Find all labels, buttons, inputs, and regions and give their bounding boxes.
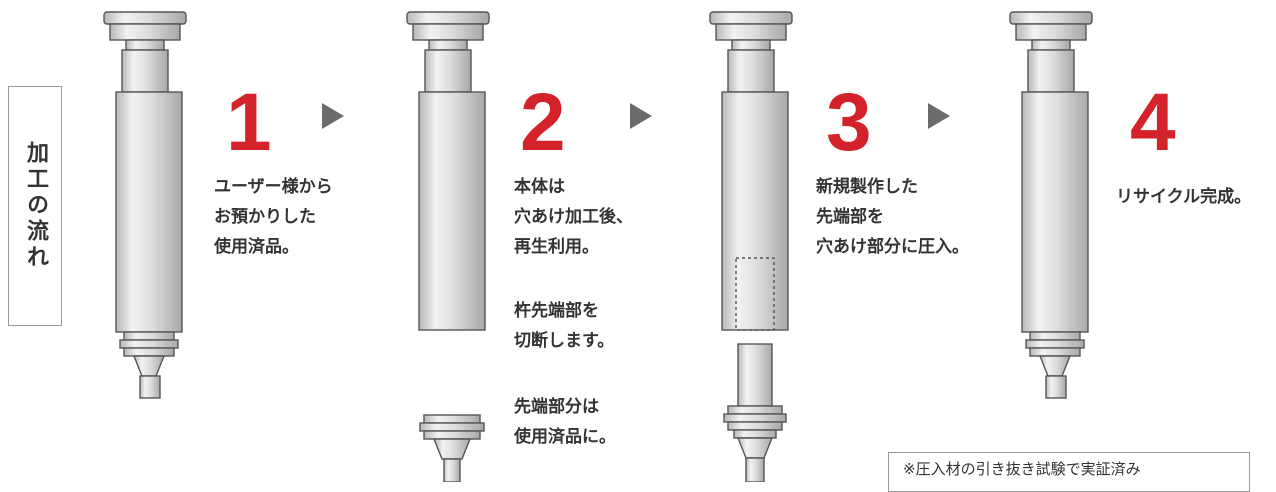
step-2-tip-note: 先端部分は 使用済品に。 — [514, 392, 616, 452]
step-1-number: 1 — [226, 77, 272, 168]
punch-tool-drilled — [709, 11, 793, 331]
punch-tool-illustrations — [103, 11, 1093, 482]
text-line: 先端部を — [816, 207, 884, 227]
cut-tip-piece — [419, 414, 485, 482]
text-line: 先端部分は — [514, 397, 599, 417]
step-3-description: 新規製作した 先端部を 穴あけ部分に圧入。 — [816, 172, 969, 262]
next-arrow-icon — [630, 103, 652, 129]
text-line: 新規製作した — [816, 177, 918, 197]
step-2-cut-note: 杵先端部を 切断します。 — [514, 296, 614, 356]
next-arrow-icon — [928, 103, 950, 129]
step-4-number: 4 — [1130, 77, 1176, 168]
text-line: 切断します。 — [514, 331, 615, 351]
text-line: 再生利用。 — [514, 237, 599, 257]
process-flow-text: 加工の流れ — [23, 141, 48, 271]
punch-tool-recycled — [1009, 11, 1093, 399]
text-line: ユーザー様から — [214, 177, 333, 197]
text-line: 穴あけ部分に圧入。 — [816, 237, 969, 257]
text-line: リサイクル完成。 — [1116, 187, 1252, 207]
step-1-description: ユーザー様から お預かりした 使用済品。 — [214, 172, 333, 262]
text-line: 本体は — [514, 177, 565, 197]
step-2-number: 2 — [520, 77, 566, 168]
text-line: お預かりした — [214, 207, 316, 227]
punch-tool-cut — [406, 11, 490, 331]
text-line: 杵先端部を — [514, 301, 599, 321]
verification-note: ※圧入材の引き抜き試験で実証済み — [888, 452, 1250, 492]
text-line: 使用済品。 — [214, 237, 299, 257]
text-line: 穴あけ加工後、 — [514, 207, 633, 227]
step-2-description: 本体は 穴あけ加工後、 再生利用。 — [514, 172, 633, 262]
step-4-description: リサイクル完成。 — [1116, 182, 1251, 212]
text-line: 使用済品に。 — [514, 427, 616, 447]
next-arrow-icon — [322, 103, 344, 129]
new-tip-piece — [723, 343, 787, 482]
step-3-number: 3 — [826, 77, 872, 168]
process-flow-label: 加工の流れ — [8, 86, 62, 326]
punch-tool-used — [103, 11, 187, 399]
